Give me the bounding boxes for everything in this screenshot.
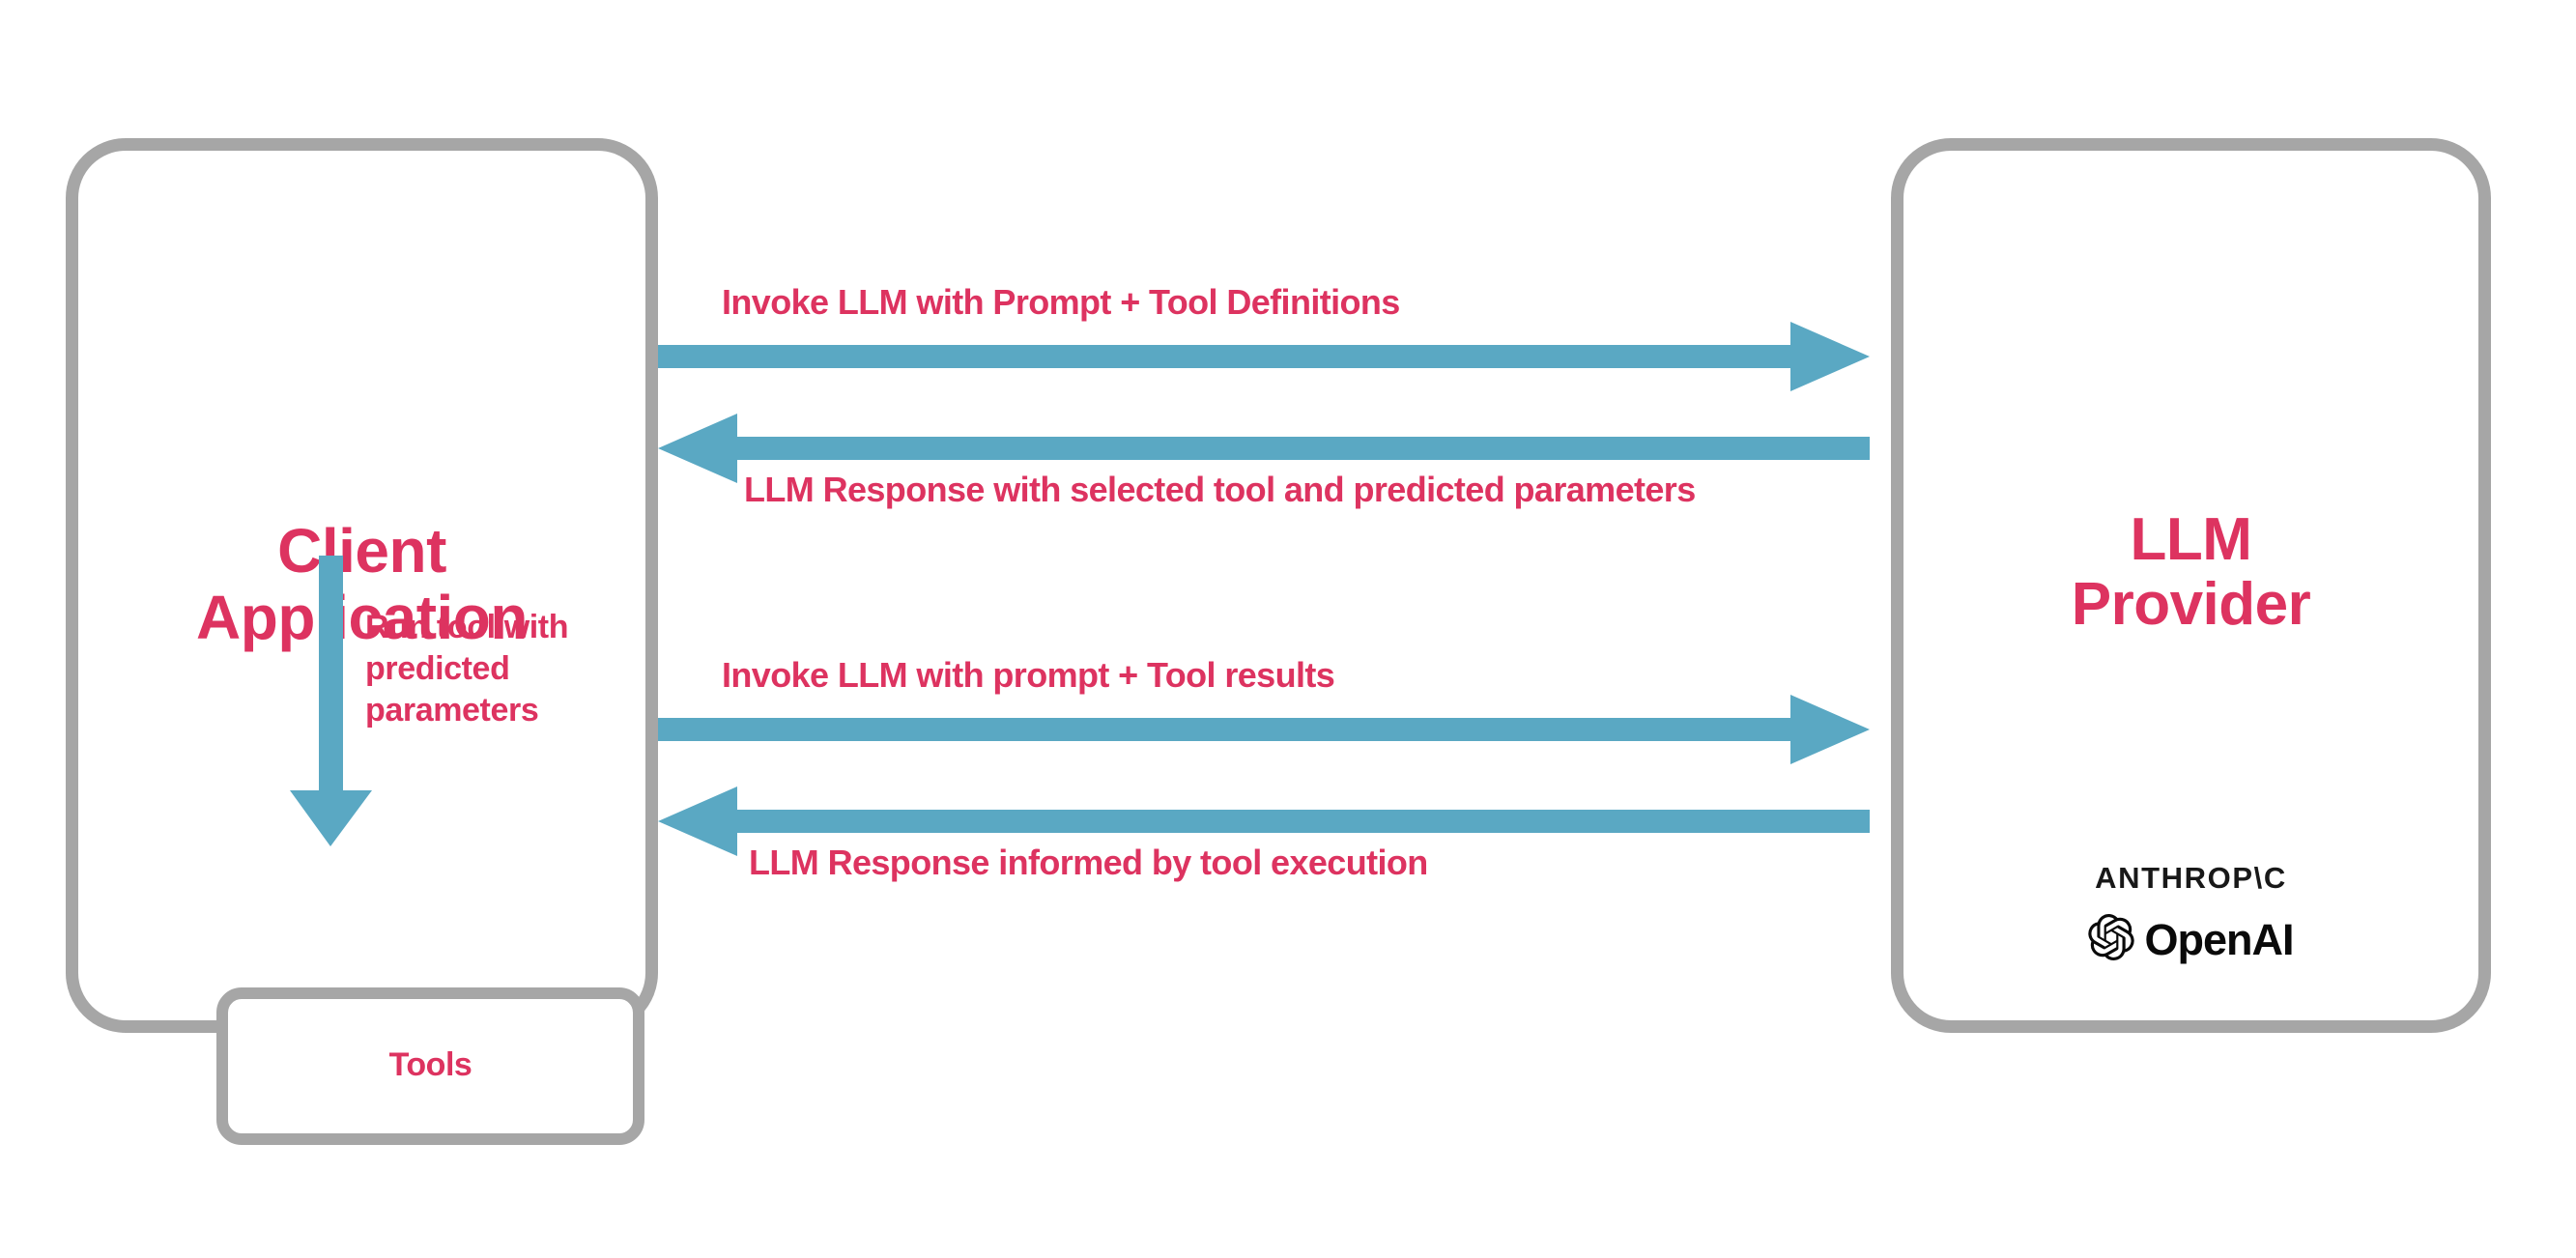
llm-provider-node: LLM Provider ANTHROP\C OpenAI	[1891, 138, 2491, 1033]
anthropic-logo: ANTHROP\C	[2095, 861, 2287, 895]
edge-label-response-1: LLM Response with selected tool and pred…	[744, 470, 1696, 509]
openai-logo: OpenAI	[1903, 914, 2478, 965]
edge-label-invoke-2: Invoke LLM with prompt + Tool results	[722, 655, 1335, 695]
arrow-invoke-1	[658, 322, 1870, 391]
edge-label-invoke-1: Invoke LLM with Prompt + Tool Definition…	[722, 282, 1400, 322]
openai-mark-icon	[2088, 914, 2135, 965]
edge-label-run-tool: Run tool with predicted parameters	[365, 609, 569, 729]
arrow-invoke-2	[658, 695, 1870, 764]
client-application-node: Client Application Tools	[66, 138, 658, 1145]
openai-wordmark-label: OpenAI	[2144, 914, 2294, 964]
tools-node: Tools	[216, 987, 644, 1145]
llm-provider-label: LLM Provider	[2071, 506, 2311, 638]
edge-label-response-2: LLM Response informed by tool execution	[749, 843, 1428, 882]
tools-label: Tools	[388, 1046, 472, 1083]
